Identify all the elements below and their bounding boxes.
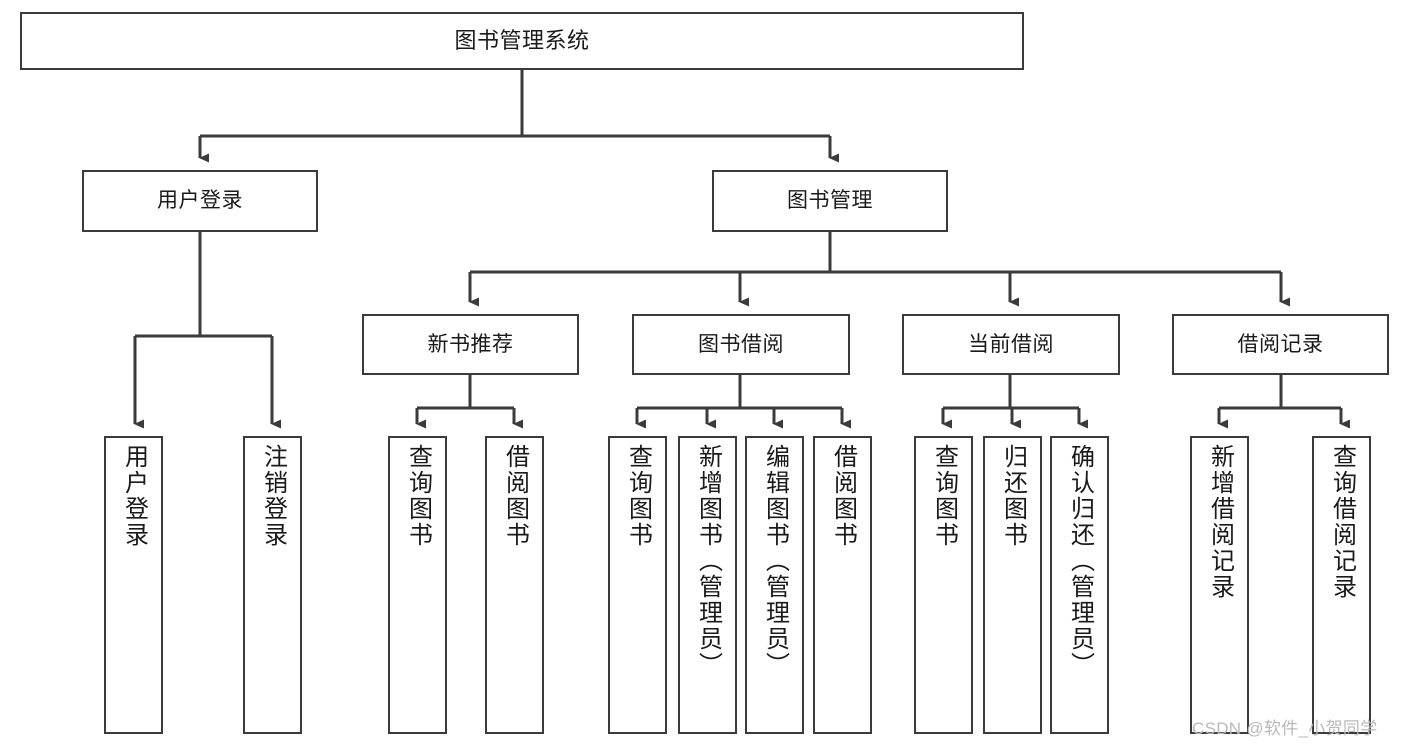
leaf-add-borrow-record[interactable]: 新增借阅记录 (1190, 436, 1249, 734)
leaf-new-book-query-label: 查询图书 (404, 444, 432, 548)
node-book-management[interactable]: 图书管理 (712, 170, 948, 232)
node-root-label: 图书管理系统 (454, 27, 590, 53)
leaf-borrow-query[interactable]: 查询图书 (608, 436, 667, 734)
leaf-add-book-admin-label: 新增图书（管理员） (694, 444, 722, 678)
leaf-borrow-book[interactable]: 借阅图书 (813, 436, 872, 734)
node-current-borrow-label: 当前借阅 (968, 332, 1054, 356)
node-new-book-recommend-label: 新书推荐 (427, 332, 514, 356)
leaf-new-book-query[interactable]: 查询图书 (388, 436, 447, 734)
node-root[interactable]: 图书管理系统 (20, 12, 1024, 70)
node-user-login[interactable]: 用户登录 (82, 170, 318, 232)
leaf-confirm-return-admin-label: 确认归还（管理员） (1066, 444, 1094, 678)
leaf-new-book-borrow-label: 借阅图书 (501, 444, 529, 548)
node-new-book-recommend[interactable]: 新书推荐 (362, 314, 579, 375)
leaf-logout[interactable]: 注销登录 (243, 436, 302, 734)
leaf-return-book-label: 归还图书 (999, 444, 1027, 548)
node-book-borrow[interactable]: 图书借阅 (632, 314, 850, 375)
leaf-borrow-book-label: 借阅图书 (829, 444, 857, 548)
leaf-new-book-borrow[interactable]: 借阅图书 (485, 436, 544, 734)
leaf-add-borrow-record-label: 新增借阅记录 (1206, 444, 1234, 600)
leaf-confirm-return-admin[interactable]: 确认归还（管理员） (1050, 436, 1109, 734)
leaf-query-borrow-record[interactable]: 查询借阅记录 (1312, 436, 1371, 734)
leaf-edit-book-admin-label: 编辑图书（管理员） (761, 444, 789, 678)
node-current-borrow[interactable]: 当前借阅 (902, 314, 1120, 375)
leaf-logout-label: 注销登录 (259, 444, 287, 548)
node-book-borrow-label: 图书借阅 (698, 332, 784, 356)
node-user-login-label: 用户登录 (157, 189, 243, 213)
leaf-borrow-query-label: 查询图书 (624, 444, 652, 548)
node-borrow-records[interactable]: 借阅记录 (1172, 314, 1389, 375)
node-borrow-records-label: 借阅记录 (1237, 332, 1324, 356)
leaf-query-borrow-record-label: 查询借阅记录 (1328, 444, 1356, 600)
leaf-current-query[interactable]: 查询图书 (914, 436, 973, 734)
leaf-return-book[interactable]: 归还图书 (983, 436, 1042, 734)
leaf-edit-book-admin[interactable]: 编辑图书（管理员） (745, 436, 804, 734)
leaf-user-login[interactable]: 用户登录 (104, 436, 163, 734)
leaf-add-book-admin[interactable]: 新增图书（管理员） (678, 436, 737, 734)
node-book-management-label: 图书管理 (787, 189, 873, 213)
leaf-current-query-label: 查询图书 (930, 444, 958, 548)
leaf-user-login-label: 用户登录 (120, 444, 148, 548)
